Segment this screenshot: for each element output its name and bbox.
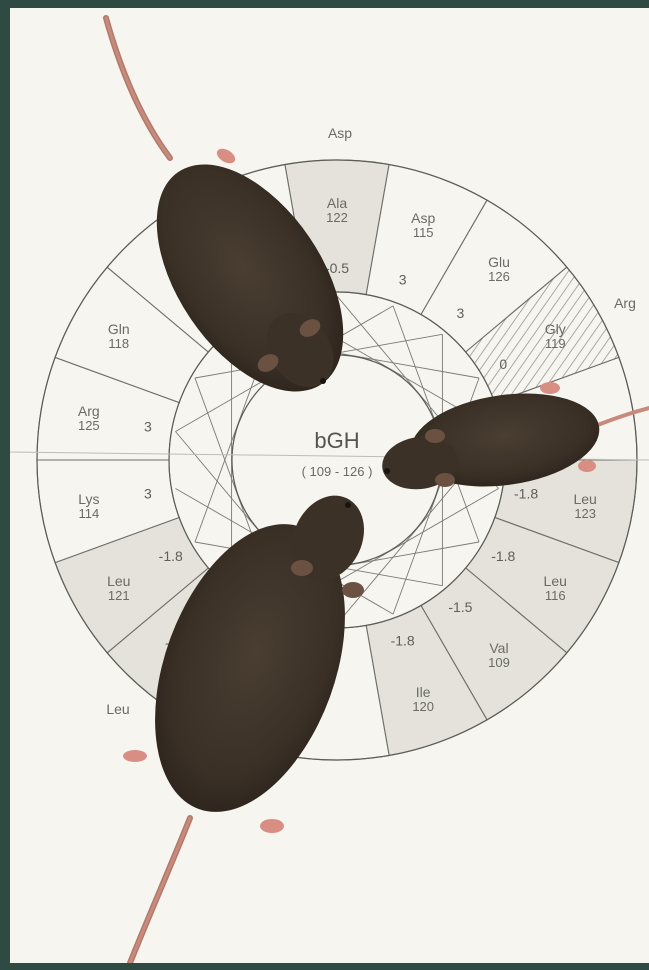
hydropathy-value: 3: [457, 305, 465, 321]
residue-name: Arg: [78, 403, 100, 419]
hydropathy-value: 3: [399, 272, 407, 288]
residue-name: Leu: [544, 573, 567, 589]
hydropathy-value: 3: [144, 419, 152, 435]
helical-wheel-diagram: Ala122-0.5Asp1153Glu1263Gly1190Leu123-1.…: [10, 8, 649, 963]
center-subtitle: ( 109 - 126 ): [302, 464, 373, 479]
outer-label-leu: Leu: [106, 701, 129, 717]
residue-name: Ile: [416, 684, 431, 700]
residue-name: Gly: [545, 321, 566, 337]
residue-position: 119: [545, 336, 566, 351]
hydropathy-value: 0: [499, 356, 507, 372]
hydropathy-value: -1.8: [159, 548, 183, 564]
residue-position: 122: [326, 210, 348, 225]
residue-position: 120: [412, 699, 434, 714]
residue-position: 123: [574, 506, 596, 521]
residue-name: Leu: [107, 573, 130, 589]
residue-name: Glu: [488, 254, 510, 270]
residue-position: 116: [545, 588, 566, 603]
outer-label-arg: Arg: [614, 295, 636, 311]
residue-name: Lys: [78, 491, 99, 507]
residue-position: 114: [78, 506, 99, 521]
residue-name: Ala: [327, 195, 347, 211]
residue-position: 115: [413, 225, 434, 240]
outer-label-asp: Asp: [328, 125, 352, 141]
hydropathy-value: -1.5: [448, 599, 472, 615]
residue-position: 125: [78, 418, 100, 433]
residue-name: Val: [489, 640, 508, 656]
residue-name: Gln: [108, 321, 130, 337]
hydropathy-value: 3: [144, 485, 152, 501]
center-title: bGH: [314, 428, 359, 453]
hydropathy-value: -1.8: [391, 632, 415, 648]
hydropathy-value: -1.8: [491, 548, 515, 564]
residue-position: 126: [488, 269, 510, 284]
hydropathy-value: -1.8: [514, 485, 538, 501]
residue-position: 118: [108, 336, 129, 351]
residue-name: Asp: [411, 210, 435, 226]
residue-position: 121: [108, 588, 130, 603]
residue-position: 109: [488, 655, 510, 670]
residue-name: Leu: [573, 491, 596, 507]
